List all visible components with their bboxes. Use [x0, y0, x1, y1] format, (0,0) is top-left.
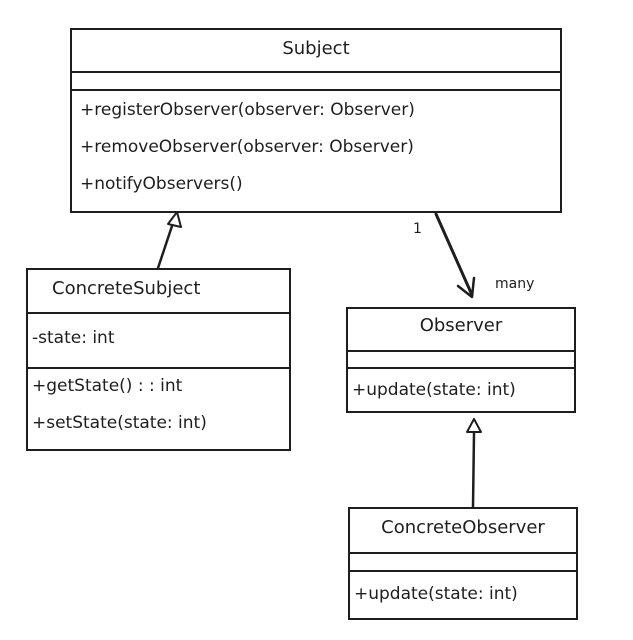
class-name-concrete-observer: ConcreteObserver — [381, 517, 545, 538]
class-name-observer: Observer — [419, 315, 503, 336]
operations-section: +update(state: int) — [350, 572, 576, 605]
multiplicity-one: 1 — [413, 221, 422, 237]
operation-register-observer: +registerObserver(observer: Observer) — [80, 100, 415, 120]
operations-section: +getState() : : int +setState(state: int… — [28, 369, 289, 449]
class-name-section: ConcreteObserver — [350, 509, 576, 554]
attributes-section — [350, 554, 576, 572]
operation-get-state: +getState() : : int — [32, 376, 183, 396]
operation-notify-observers: +notifyObservers() — [80, 174, 243, 194]
association-line — [434, 212, 474, 297]
class-name-section: Subject — [72, 30, 560, 73]
class-subject: Subject +registerObserver(observer: Obse… — [70, 28, 562, 213]
operation-update: +update(state: int) — [354, 584, 518, 604]
generalization-arrowhead-subject — [167, 211, 182, 228]
operation-set-state: +setState(state: int) — [32, 413, 207, 433]
association-arrowhead — [456, 276, 476, 299]
operation-remove-observer: +removeObserver(observer: Observer) — [80, 137, 414, 157]
attributes-section: -state: int — [28, 314, 289, 369]
generalization-line-concrete-subject — [156, 224, 174, 270]
class-name-concrete-subject: ConcreteSubject — [52, 278, 201, 299]
multiplicity-many: many — [495, 276, 535, 292]
class-name-subject: Subject — [282, 38, 350, 59]
class-concrete-observer: ConcreteObserver +update(state: int) — [348, 507, 578, 620]
class-name-section: ConcreteSubject — [28, 270, 289, 314]
class-concrete-subject: ConcreteSubject -state: int +getState() … — [26, 268, 291, 451]
class-name-section: Observer — [348, 309, 574, 352]
operation-update: +update(state: int) — [352, 380, 516, 400]
attributes-section — [72, 73, 560, 91]
class-observer: Observer +update(state: int) — [346, 307, 576, 413]
generalization-line-concrete-observer — [471, 431, 476, 509]
attribute-state: -state: int — [32, 328, 115, 348]
operations-section: +registerObserver(observer: Observer) +r… — [72, 91, 560, 210]
operations-section: +update(state: int) — [348, 369, 574, 401]
attributes-section — [348, 352, 574, 369]
generalization-arrowhead-observer — [466, 418, 482, 433]
